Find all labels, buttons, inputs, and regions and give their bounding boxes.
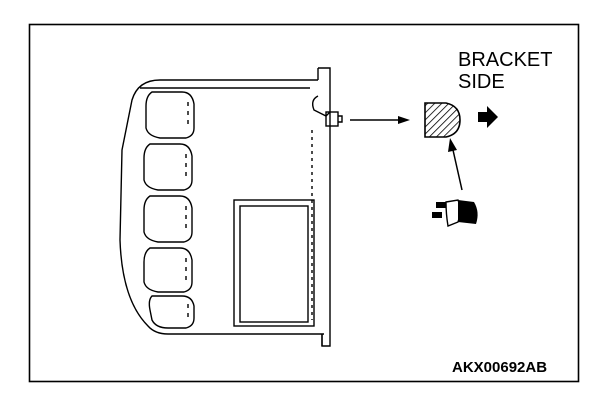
- component-cells: [143, 91, 195, 329]
- figure-code: AKX00692AB: [452, 359, 548, 376]
- pointer-arrow-vertical: [448, 138, 463, 191]
- bracket-side-label-line1: BRACKET: [458, 49, 553, 71]
- pointer-arrow-horizontal: [350, 116, 410, 124]
- bold-right-arrow-icon: [478, 106, 498, 128]
- bracket-side-label: BRACKET SIDE: [458, 49, 552, 93]
- bracket-side-label-line2: SIDE: [458, 71, 505, 93]
- hatched-cap-icon: [424, 102, 461, 138]
- clip-part-icon: [432, 199, 478, 227]
- diagram-frame: [28, 23, 580, 383]
- component-body: [119, 67, 343, 347]
